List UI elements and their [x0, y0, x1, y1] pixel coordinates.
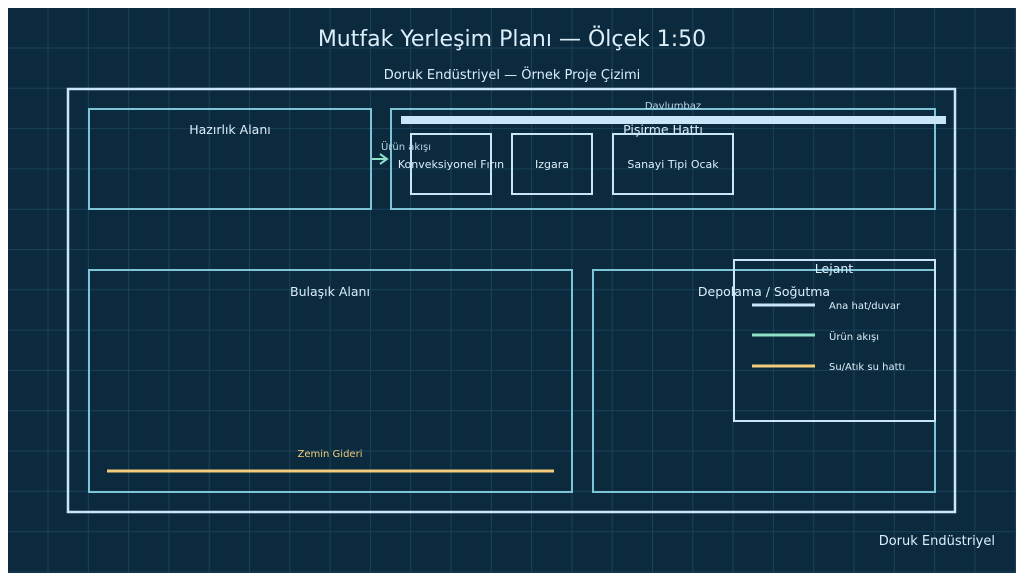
grid: [8, 8, 1016, 573]
legend-label-water: Su/Atık su hattı: [829, 362, 905, 373]
legend-title: Lejant: [815, 261, 853, 276]
cooking-zone: [390, 108, 936, 210]
prep-zone: [88, 108, 372, 210]
hood-bar: [401, 116, 946, 124]
legend-label-product-flow: Ürün akışı: [829, 330, 879, 343]
product-flow-label: Ürün akışı: [381, 140, 431, 153]
page-subtitle: Doruk Endüstriyel — Örnek Proje Çizimi: [384, 66, 641, 83]
floor-drain-label: Zemin Gideri: [298, 449, 363, 460]
product-flow-arrow-icon: [372, 153, 389, 165]
hood-label: Davlumbaz: [645, 101, 701, 112]
stove-label: Sanayi Tipi Ocak: [627, 158, 719, 171]
dish-zone-label: Bulaşık Alanı: [290, 284, 370, 299]
legend-label-wall: Ana hat/duvar: [829, 301, 901, 312]
oven-label: Konveksiyonel Fırın: [398, 158, 504, 171]
outer-wall: [66, 87, 957, 514]
grill-label: Izgara: [535, 158, 569, 171]
prep-zone-label: Hazırlık Alanı: [189, 122, 270, 137]
drawing-background: [8, 8, 1016, 573]
dish-zone: [88, 269, 573, 493]
page-title: Mutfak Yerleşim Planı — Ölçek 1:50: [318, 26, 706, 52]
footer-brand: Doruk Endüstriyel: [879, 534, 995, 549]
storage-zone-label: Depolama / Soğutma: [698, 284, 830, 299]
stove-equipment: [612, 133, 734, 195]
legend-box: [733, 259, 936, 422]
oven-equipment: [410, 133, 492, 195]
grill-equipment: [511, 133, 593, 195]
